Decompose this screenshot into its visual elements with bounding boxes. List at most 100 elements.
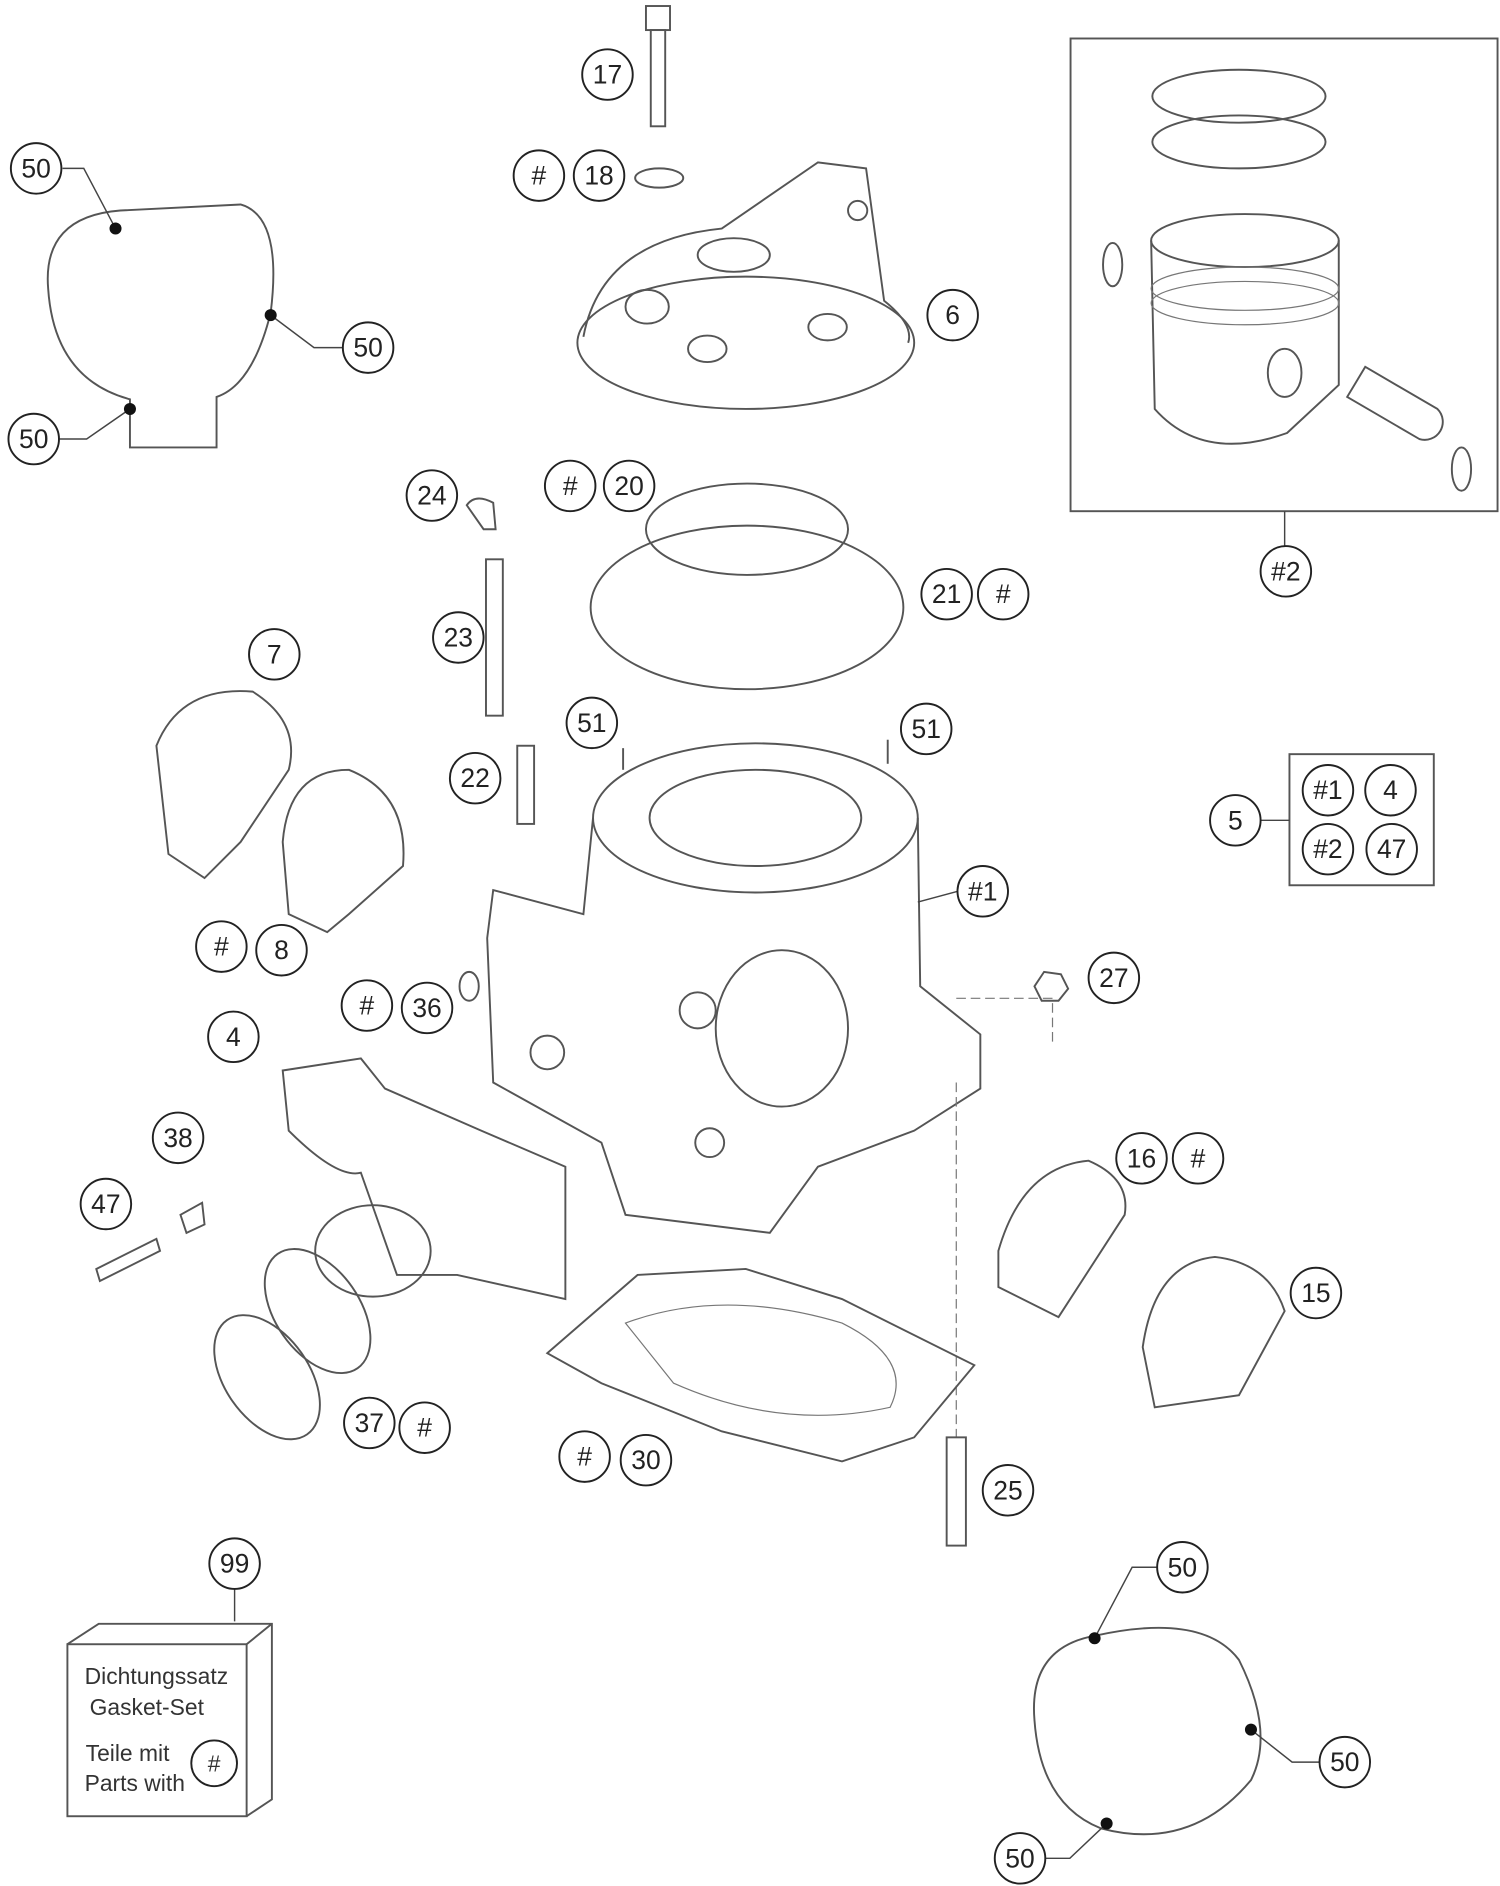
- callout-gasket-marker[interactable]: #2: [1259, 545, 1313, 598]
- callout-part-51[interactable]: 51: [565, 696, 619, 750]
- callout-part-50[interactable]: 50: [341, 321, 395, 374]
- callout-part-22[interactable]: 22: [448, 751, 502, 805]
- callout-part-4[interactable]: 4: [207, 1010, 260, 1064]
- callout-label: 50: [353, 333, 382, 363]
- callout-part-30[interactable]: 30: [619, 1433, 673, 1487]
- callout-label: 47: [91, 1189, 120, 1219]
- marker-dot: [123, 402, 136, 415]
- gasket-set-line3: Teile mit: [86, 1740, 170, 1766]
- callout-label: 4: [226, 1022, 241, 1052]
- gasket-set-box: Dichtungssatz Gasket-Set Teile mit Parts…: [66, 1587, 273, 1818]
- callout-label: #: [214, 932, 229, 962]
- callout-gasket-marker[interactable]: #: [512, 149, 566, 202]
- callout-label: 38: [163, 1123, 192, 1153]
- callout-gasket-marker[interactable]: #: [1171, 1132, 1225, 1185]
- callout-part-8[interactable]: 8: [255, 923, 308, 977]
- callout-label: 24: [417, 481, 446, 511]
- callout-gasket-marker[interactable]: #2: [1301, 822, 1355, 876]
- callout-part-51[interactable]: 51: [899, 702, 953, 756]
- piston: [1150, 213, 1340, 445]
- callout-part-50[interactable]: 50: [9, 142, 63, 195]
- callout-part-21[interactable]: 21: [920, 567, 973, 621]
- callout-part-5[interactable]: 5: [1209, 794, 1262, 847]
- callout-label: #: [417, 1413, 432, 1443]
- callout-label: 6: [945, 300, 960, 330]
- marker-dot: [109, 222, 122, 235]
- callout-gasket-marker[interactable]: #1: [1301, 764, 1355, 817]
- o-ring: [263, 1248, 372, 1375]
- callout-label: 25: [993, 1475, 1022, 1505]
- callout-label: 20: [614, 471, 643, 501]
- stud: [945, 1436, 967, 1547]
- callout-label: #: [360, 991, 375, 1021]
- gasket-outline: [1033, 1626, 1262, 1836]
- callout-label: #: [1191, 1143, 1206, 1173]
- cover: [1141, 1255, 1286, 1409]
- gasket-set-line4: Parts with: [85, 1770, 185, 1796]
- callout-part-25[interactable]: 25: [981, 1464, 1035, 1517]
- elbow-fitting: [465, 497, 497, 531]
- callout-label: 99: [220, 1549, 249, 1579]
- callout-label: 22: [460, 763, 489, 793]
- callout-part-27[interactable]: 27: [1087, 951, 1141, 1005]
- marker-dot: [1244, 1723, 1257, 1736]
- callout-part-6[interactable]: 6: [926, 288, 979, 342]
- callout-part-17[interactable]: 17: [581, 48, 634, 101]
- callout-gasket-marker[interactable]: #1: [956, 865, 1009, 918]
- callout-label: 50: [1005, 1843, 1034, 1873]
- callout-label: 50: [19, 424, 48, 454]
- callout-label: 15: [1301, 1278, 1330, 1308]
- callout-part-50[interactable]: 50: [1318, 1735, 1372, 1789]
- callout-part-18[interactable]: 18: [572, 149, 626, 202]
- o-ring: [213, 1314, 321, 1441]
- callout-label: 21: [932, 579, 961, 609]
- callout-part-4[interactable]: 4: [1364, 764, 1417, 817]
- callout-part-50[interactable]: 50: [7, 412, 60, 466]
- callout-part-15[interactable]: 15: [1289, 1266, 1343, 1320]
- cylinder-head: [576, 161, 916, 410]
- callout-label: #: [577, 1442, 592, 1472]
- callout-gasket-marker[interactable]: #: [340, 979, 394, 1032]
- nut: [1033, 970, 1070, 1002]
- callout-gasket-marker[interactable]: #: [543, 459, 597, 513]
- callout-label: 51: [911, 714, 940, 744]
- callout-gasket-marker[interactable]: #: [976, 567, 1030, 621]
- head-o-ring-large: [589, 524, 905, 691]
- piston-pin: [1345, 365, 1444, 441]
- callout-part-47[interactable]: 47: [1365, 822, 1418, 876]
- hose: [485, 558, 504, 717]
- callout-part-38[interactable]: 38: [151, 1111, 205, 1165]
- gasket-set-line2: Gasket-Set: [90, 1694, 205, 1720]
- callout-gasket-marker[interactable]: #: [558, 1430, 611, 1483]
- callout-label: 50: [1168, 1552, 1197, 1582]
- callout-label: 7: [267, 639, 282, 669]
- marker-dot: [1088, 1632, 1101, 1645]
- callout-part-50[interactable]: 50: [993, 1832, 1047, 1885]
- callout-label: 47: [1377, 834, 1406, 864]
- callout-part-20[interactable]: 20: [602, 459, 656, 513]
- callout-part-16[interactable]: 16: [1115, 1132, 1168, 1185]
- callout-part-24[interactable]: 24: [405, 469, 459, 522]
- callout-label: 27: [1099, 963, 1128, 993]
- callout-part-36[interactable]: 36: [400, 981, 454, 1035]
- callout-part-7[interactable]: 7: [248, 628, 301, 681]
- callout-part-37[interactable]: 37: [343, 1396, 396, 1450]
- callout-part-23[interactable]: 23: [432, 611, 485, 664]
- callout-part-47[interactable]: 47: [79, 1177, 133, 1231]
- callout-label: 23: [444, 622, 473, 652]
- callout-gasket-marker[interactable]: #: [398, 1401, 451, 1454]
- callout-label: 8: [274, 935, 289, 965]
- base-gasket: [545, 1267, 976, 1463]
- piston-kit-frame: [1069, 37, 1499, 513]
- callout-label: 4: [1383, 775, 1398, 805]
- cover-gasket: [997, 1159, 1127, 1319]
- callout-label: #: [532, 161, 547, 191]
- callout-gasket-marker[interactable]: #: [195, 920, 248, 973]
- o-ring: [458, 970, 480, 1002]
- callout-label: #: [996, 579, 1011, 609]
- cylinder: [486, 742, 982, 1234]
- callout-part-99[interactable]: 99: [208, 1537, 261, 1590]
- callout-label: 18: [584, 161, 613, 191]
- callout-part-50[interactable]: 50: [1156, 1541, 1209, 1594]
